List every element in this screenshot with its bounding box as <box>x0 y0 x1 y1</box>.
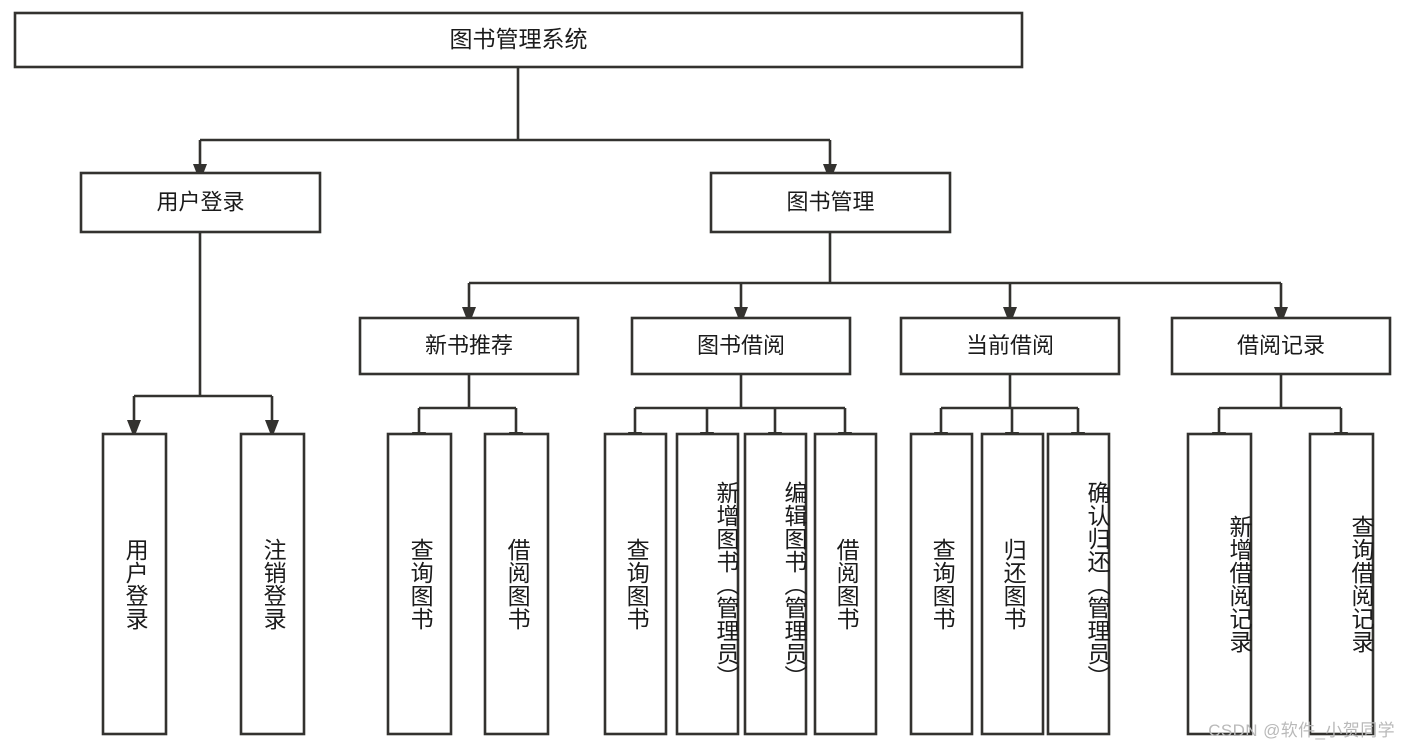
leaf-node[interactable] <box>483 432 550 736</box>
arrow-head-icon <box>1274 307 1288 325</box>
node-label: 当前借阅 <box>966 333 1054 358</box>
node-box-outline <box>980 432 1045 736</box>
node-box-outline <box>675 432 740 736</box>
leaf-node[interactable] <box>603 432 668 736</box>
root-node[interactable]: 图书管理系统 <box>13 11 1024 69</box>
leaf-node[interactable] <box>386 432 453 736</box>
arrow-head-icon <box>265 420 279 438</box>
leaf-node[interactable] <box>1046 432 1111 736</box>
node-box-outline <box>1186 432 1253 736</box>
arrow-head-icon <box>734 307 748 325</box>
node-box-outline <box>386 432 453 736</box>
node-box-outline <box>483 432 550 736</box>
leaf-node[interactable] <box>1186 432 1253 736</box>
node-label: 借阅记录 <box>1237 333 1325 358</box>
level2-node-用户登录[interactable]: 用户登录 <box>79 171 322 234</box>
node-label: 图书管理 <box>786 189 874 214</box>
node-box-outline <box>630 316 852 376</box>
leaf-node[interactable] <box>743 432 808 736</box>
node-box-outline <box>358 316 580 376</box>
node-box-outline <box>743 432 808 736</box>
connector-lines <box>127 67 1348 450</box>
leaf-node[interactable] <box>980 432 1045 736</box>
level3-node-借阅记录[interactable]: 借阅记录 <box>1170 316 1392 376</box>
level3-node-图书借阅[interactable]: 图书借阅 <box>630 316 852 376</box>
node-box-outline <box>909 432 974 736</box>
node-box-outline <box>813 432 878 736</box>
level3-node-新书推荐[interactable]: 新书推荐 <box>358 316 580 376</box>
leaf-node[interactable] <box>1308 432 1375 736</box>
node-box-outline <box>899 316 1121 376</box>
node-label: 图书借阅 <box>697 333 785 358</box>
leaf-node[interactable] <box>813 432 878 736</box>
arrow-head-icon <box>1003 307 1017 325</box>
node-box-outline <box>1170 316 1392 376</box>
node-box-outline <box>1046 432 1111 736</box>
node-box-outline <box>239 432 306 736</box>
node-label: 图书管理系统 <box>450 26 588 52</box>
arrow-head-icon <box>462 307 476 325</box>
node-box-outline <box>709 171 952 234</box>
leaf-node[interactable] <box>239 432 306 736</box>
leaf-node[interactable] <box>675 432 740 736</box>
arrow-head-icon <box>127 420 141 438</box>
leaf-node[interactable] <box>909 432 974 736</box>
watermark-text: CSDN @软件_小贺同学 <box>1208 721 1395 740</box>
level3-node-当前借阅[interactable]: 当前借阅 <box>899 316 1121 376</box>
node-label: 用户登录 <box>156 189 244 214</box>
node-box-outline <box>101 432 168 736</box>
node-box-outline <box>1308 432 1375 736</box>
node-box-outline <box>603 432 668 736</box>
node-box-outline <box>13 11 1024 69</box>
leaf-node[interactable] <box>101 432 168 736</box>
level2-node-图书管理[interactable]: 图书管理 <box>709 171 952 234</box>
node-box-outline <box>79 171 322 234</box>
node-label: 新书推荐 <box>425 333 513 358</box>
